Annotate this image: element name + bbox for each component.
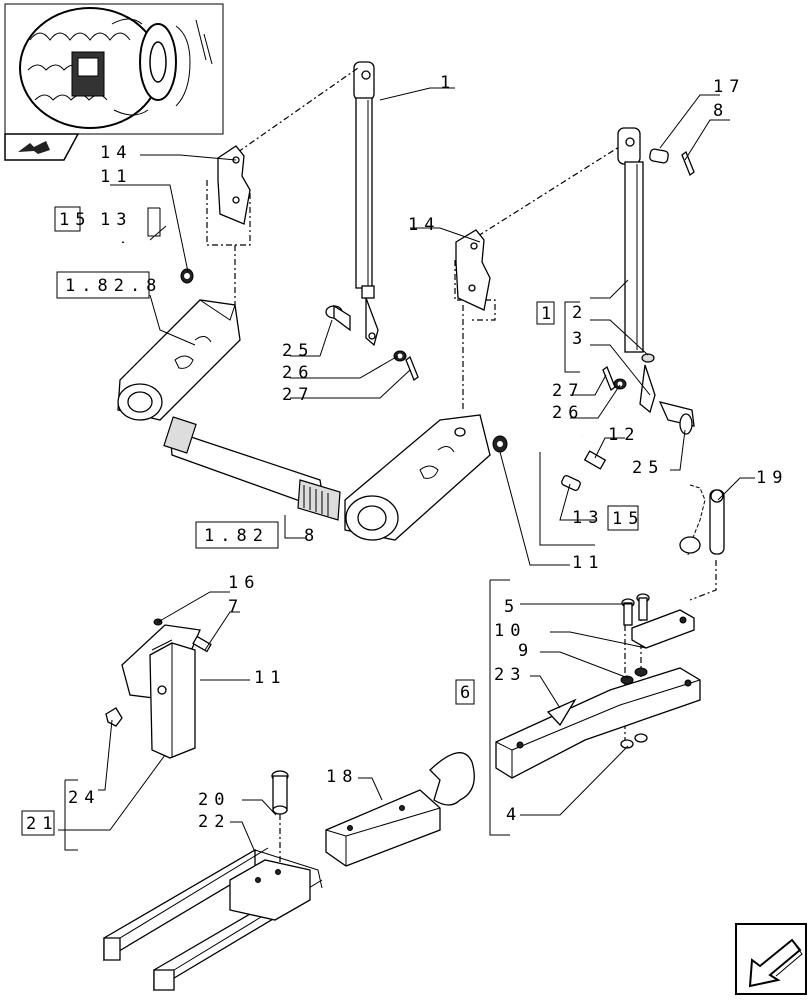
washer-26-right: [613, 378, 627, 390]
label-1-82: 1.82: [204, 526, 269, 546]
label-3: 3: [572, 329, 588, 349]
label-box-15: [54, 206, 81, 232]
label-9: 9: [518, 641, 534, 661]
label-box-21: [21, 810, 55, 836]
label-1-82-8-top: 1.82.8: [65, 276, 162, 296]
label-15: 15: [59, 210, 91, 230]
pin-17: [649, 148, 669, 164]
label-21: 21: [26, 814, 58, 834]
pin-20: [271, 770, 289, 815]
label-11-bottom: 11: [254, 668, 286, 688]
label-box-1: [536, 301, 555, 325]
label-14-left: 14: [100, 143, 132, 163]
label-8-tail: 8: [304, 526, 320, 546]
fork-22: [103, 847, 323, 992]
label-box-1-82-8-top: [56, 271, 150, 299]
label-20: 20: [198, 790, 230, 810]
drawbar-23: [495, 667, 701, 779]
label-24: 24: [68, 788, 100, 808]
label-1: 1: [440, 73, 456, 93]
label-10: 10: [494, 621, 526, 641]
leader-lines: [58, 87, 755, 853]
label-15-right: 15: [612, 509, 644, 529]
label-25-right: 25: [632, 458, 664, 478]
tractor-thumbnail: [4, 3, 224, 135]
guide-line: [689, 560, 717, 601]
bracket-11: [121, 624, 201, 759]
pin-25-right: [658, 401, 695, 435]
cross-shaft: [163, 416, 341, 521]
label-22: 22: [198, 812, 230, 832]
label-26-left: 26: [282, 363, 314, 383]
label-11-right: 11: [572, 553, 604, 573]
label-4: 4: [506, 805, 522, 825]
lower-link-left: [117, 299, 241, 421]
label-box-1-82: [195, 521, 279, 549]
guide-line: [477, 139, 631, 237]
pin-left: [121, 225, 194, 284]
arrow-small-icon[interactable]: [4, 133, 80, 161]
bolt-7: [192, 635, 212, 653]
label-2: 2: [572, 303, 588, 323]
label-14-right: 14: [408, 215, 440, 235]
clip-27-right: [602, 365, 616, 392]
label-11-top: 11: [100, 167, 132, 187]
guide-line: [454, 260, 496, 321]
bolt-5: [621, 593, 650, 626]
label-27-right: 27: [552, 381, 584, 401]
hook-18: [325, 752, 475, 867]
label-6: 6: [460, 683, 476, 703]
label-18: 18: [326, 767, 358, 787]
top-link-rod-right: [617, 127, 656, 414]
washer-9: [620, 667, 648, 685]
next-page-arrow-icon[interactable]: [735, 923, 807, 995]
pin-right: [492, 434, 583, 491]
label-box-15-right: [607, 505, 639, 531]
callout-labels: 1 17 8 14 11 15 13 1.82.8 25 26 27 14 1 …: [21, 73, 788, 836]
bracket-right: [455, 229, 491, 311]
label-13-left: 13: [100, 210, 132, 230]
bracket-left: [217, 145, 251, 225]
label-1-box: 1: [541, 304, 557, 324]
label-25-left: 25: [282, 341, 314, 361]
label-13-right: 13: [572, 508, 604, 528]
plate-10: [631, 609, 695, 649]
label-17: 17: [713, 77, 745, 97]
guide-line: [237, 67, 359, 153]
label-16: 16: [228, 573, 260, 593]
label-8: 8: [713, 101, 729, 121]
chain-19: [679, 484, 725, 556]
label-7: 7: [228, 597, 244, 617]
label-19: 19: [756, 468, 788, 488]
washer-26-left: [393, 350, 407, 362]
label-12: 12: [608, 425, 640, 445]
label-23: 23: [494, 665, 526, 685]
label-5: 5: [504, 597, 520, 617]
top-link-rod-left: [353, 61, 379, 347]
lower-link-right: [344, 414, 491, 541]
clip-27-left: [405, 355, 419, 382]
pin-25-left: [325, 304, 351, 332]
nut-4: [620, 733, 648, 749]
label-box-6: [455, 679, 475, 705]
label-26-right: 26: [552, 403, 584, 423]
label-27-left: 27: [282, 385, 314, 405]
bolt-12: [583, 450, 607, 470]
clip-8: [681, 150, 695, 177]
guide-line: [206, 180, 251, 246]
wingnut-24: [105, 707, 123, 727]
